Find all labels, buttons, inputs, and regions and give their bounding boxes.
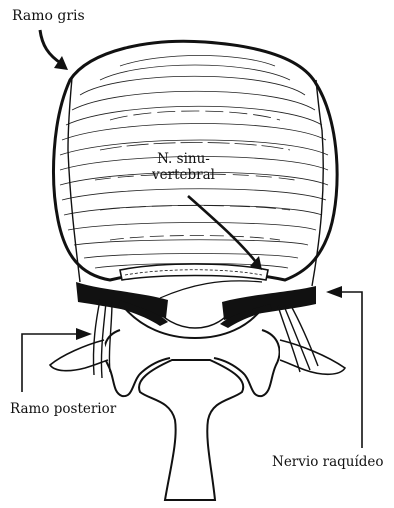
left-transverse-process — [50, 340, 108, 371]
label-nervio-raquideo: Nervio raquídeo — [272, 455, 384, 471]
ramo-gris-arrow — [40, 30, 68, 70]
label-ramo-gris: Ramo gris — [12, 8, 85, 24]
spinous-process — [139, 360, 243, 500]
sinuvertebral-nerve — [160, 281, 262, 298]
right-transverse-process — [280, 340, 345, 374]
posterior-ligament — [120, 264, 268, 280]
left-nerve-band — [76, 282, 168, 318]
label-sinuvertebral-line1: N. sinu- — [152, 152, 215, 168]
label-sinuvertebral: N. sinu- vertebral — [152, 152, 215, 183]
label-sinuvertebral-line2: vertebral — [152, 168, 215, 184]
label-ramo-posterior: Ramo posterior — [10, 402, 116, 418]
